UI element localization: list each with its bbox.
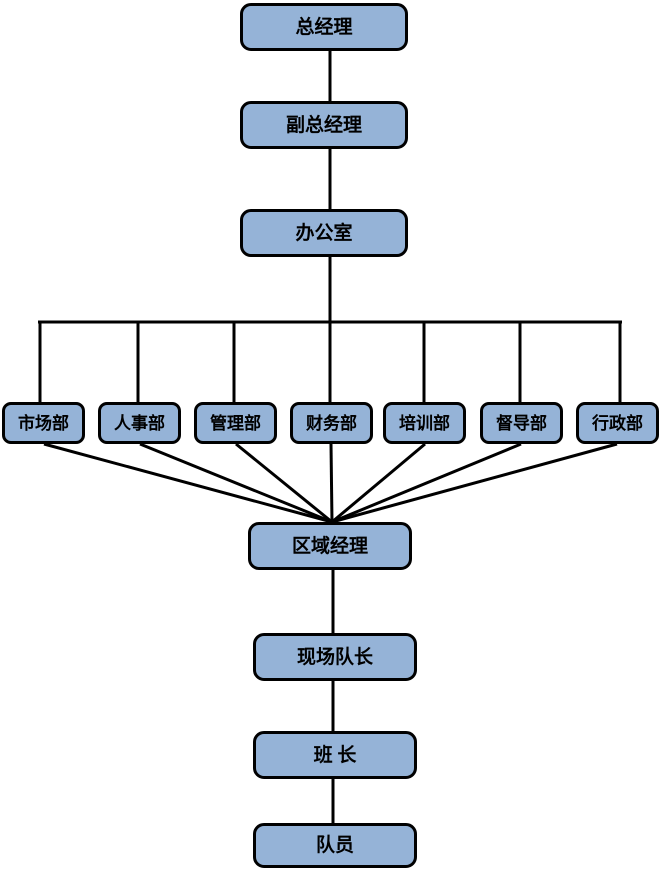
node-department-human-resources-label: 人事部 <box>114 413 165 433</box>
node-department-training[interactable]: 培训部 <box>383 402 466 444</box>
node-shift-leader-label: 班 长 <box>313 744 357 766</box>
node-department-management[interactable]: 管理部 <box>194 402 277 444</box>
node-department-administration[interactable]: 行政部 <box>576 402 659 444</box>
node-department-finance[interactable]: 财务部 <box>290 402 373 444</box>
edge-dept4-to-regional <box>329 443 334 523</box>
node-department-supervision[interactable]: 督导部 <box>480 402 563 444</box>
node-department-administration-label: 行政部 <box>592 413 643 433</box>
node-shift-leader[interactable]: 班 长 <box>253 731 417 779</box>
node-site-team-leader[interactable]: 现场队长 <box>253 633 417 681</box>
node-office-label: 办公室 <box>295 222 353 244</box>
edge-dept1-to-regional <box>43 442 333 524</box>
node-team-member[interactable]: 队员 <box>253 823 417 868</box>
edge-dept5-to-regional <box>331 442 426 524</box>
node-regional-manager-label: 区域经理 <box>291 535 368 557</box>
node-deputy-general-manager-label: 副总经理 <box>285 114 362 136</box>
node-department-marketing[interactable]: 市场部 <box>2 402 85 444</box>
node-department-finance-label: 财务部 <box>306 413 357 433</box>
node-regional-manager[interactable]: 区域经理 <box>248 522 412 570</box>
node-department-training-label: 培训部 <box>399 413 450 433</box>
node-department-human-resources[interactable]: 人事部 <box>98 402 181 444</box>
edge-dept6-to-regional <box>331 442 522 524</box>
node-department-supervision-label: 督导部 <box>496 413 547 433</box>
node-department-management-label: 管理部 <box>210 413 261 433</box>
edge-dept7-to-regional <box>331 442 618 524</box>
node-deputy-general-manager[interactable]: 副总经理 <box>240 101 408 149</box>
node-team-member-label: 队员 <box>315 835 354 856</box>
node-general-manager[interactable]: 总经理 <box>240 3 408 51</box>
edge-dept3-to-regional <box>235 442 333 524</box>
edge-dept2-to-regional <box>139 442 333 524</box>
node-site-team-leader-label: 现场队长 <box>296 646 373 668</box>
node-department-marketing-label: 市场部 <box>18 413 69 433</box>
node-office[interactable]: 办公室 <box>240 209 408 257</box>
node-general-manager-label: 总经理 <box>295 16 353 38</box>
